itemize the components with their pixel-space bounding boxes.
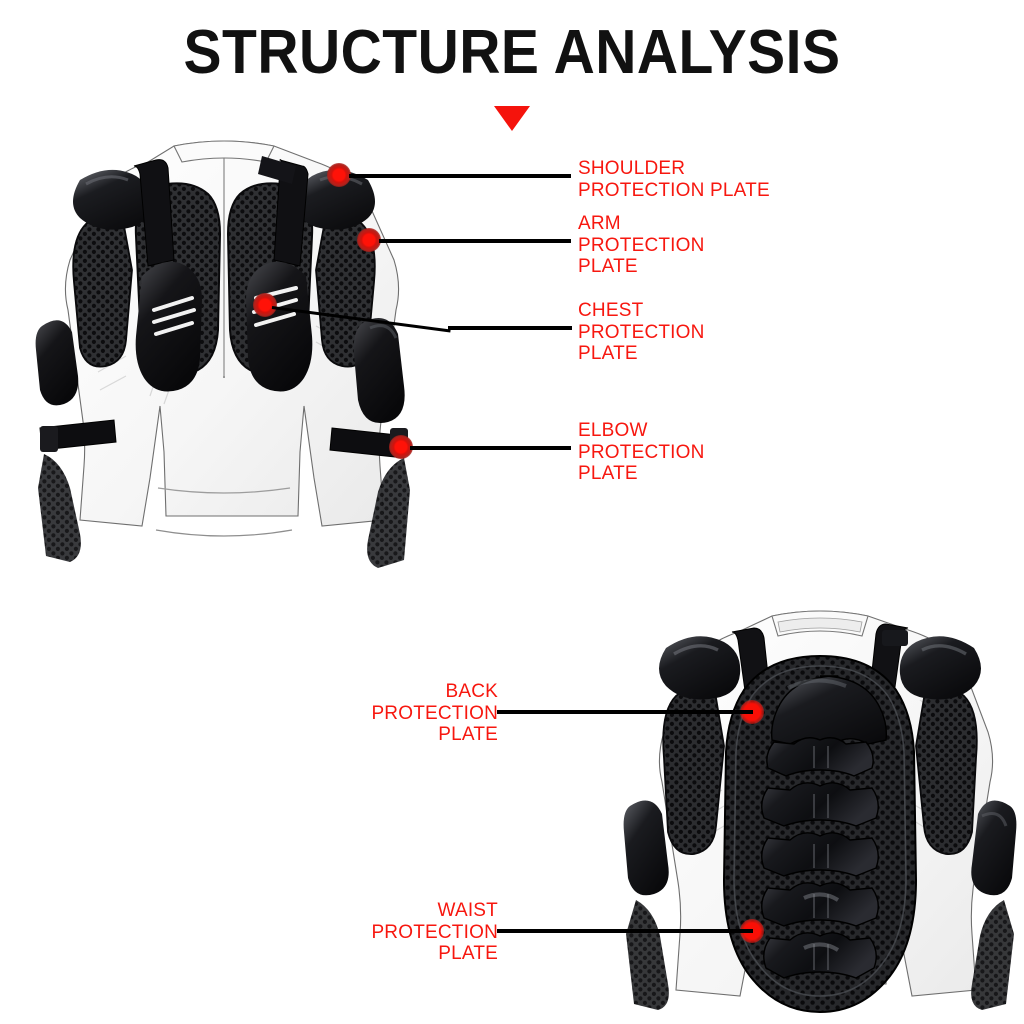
leader-line-elbow bbox=[410, 446, 571, 450]
callout-label-shoulder: SHOULDER PROTECTION PLATE bbox=[578, 158, 770, 201]
triangle-down-icon bbox=[494, 106, 530, 131]
page-title: STRUCTURE ANALYSIS bbox=[183, 18, 841, 87]
callout-label-elbow: ELBOW PROTECTION PLATE bbox=[578, 420, 705, 484]
callout-label-chest: CHEST PROTECTION PLATE bbox=[578, 300, 705, 364]
leader-line-chest bbox=[448, 326, 572, 330]
leader-line-back bbox=[497, 710, 753, 714]
marker-chest[interactable] bbox=[253, 293, 277, 317]
callout-label-waist: WAIST PROTECTION PLATE bbox=[371, 900, 498, 964]
callout-label-arm: ARM PROTECTION PLATE bbox=[578, 213, 705, 277]
marker-elbow[interactable] bbox=[389, 435, 413, 459]
marker-arm[interactable] bbox=[357, 228, 381, 252]
leader-line-shoulder bbox=[349, 174, 571, 178]
leader-line-arm bbox=[379, 239, 571, 243]
leader-line-waist bbox=[497, 929, 753, 933]
marker-shoulder[interactable] bbox=[327, 163, 351, 187]
back-jacket-illustration bbox=[623, 610, 1017, 1014]
callout-label-back: BACK PROTECTION PLATE bbox=[371, 681, 498, 745]
front-jacket-illustration bbox=[35, 140, 410, 568]
